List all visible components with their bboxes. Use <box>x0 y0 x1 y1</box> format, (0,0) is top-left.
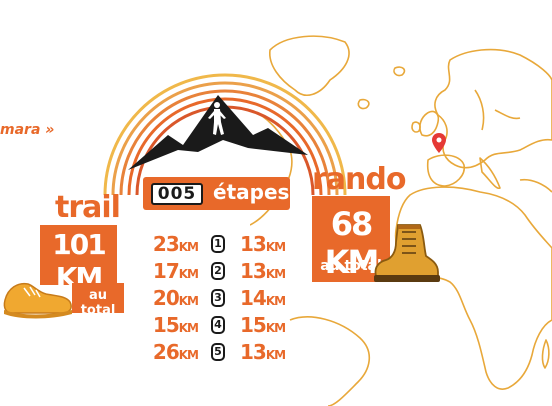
rando-stage-km: 13KM <box>240 340 286 364</box>
rando-stage-value: 13 <box>240 340 267 364</box>
unit: KM <box>178 267 199 281</box>
unit: KM <box>265 294 286 308</box>
unit: KM <box>178 321 199 335</box>
trail-stage-km: 20KM <box>143 286 199 310</box>
etapes-label: étapes <box>213 180 290 204</box>
rando-stage-value: 13 <box>240 232 267 256</box>
stage-row: 26KM 5 13KM <box>143 340 303 364</box>
etapes-count: 005 <box>157 184 197 204</box>
rando-stage-km: 14KM <box>240 286 286 310</box>
rando-stage-value: 14 <box>240 286 267 310</box>
stage-number: 3 <box>211 289 225 307</box>
running-shoe-icon <box>3 282 72 319</box>
unit: KM <box>265 267 286 281</box>
rando-stage-km: 13KM <box>240 259 286 283</box>
unit: KM <box>178 348 199 362</box>
trail-stage-value: 26 <box>152 340 180 364</box>
rando-stage-value: 13 <box>240 259 267 283</box>
stage-row: 20KM 3 14KM <box>143 286 303 310</box>
unit: KM <box>265 321 286 335</box>
stage-row: 23KM 1 13KM <box>143 232 303 256</box>
mountain-runner-icon <box>128 95 308 170</box>
trail-stage-km: 23KM <box>143 232 199 256</box>
quote-text: mara » <box>0 122 55 138</box>
stage-row: 15KM 4 15KM <box>143 313 303 337</box>
stage-number: 4 <box>211 316 225 334</box>
unit: KM <box>178 240 199 254</box>
rando-sub: au total <box>320 258 382 274</box>
stage-number: 1 <box>211 235 225 253</box>
trail-stage-km: 15KM <box>143 313 199 337</box>
rando-stage-km: 13KM <box>240 232 286 256</box>
etapes-count-box: 005 <box>151 183 203 205</box>
stage-row: 17KM 2 13KM <box>143 259 303 283</box>
trail-sub: au total <box>80 288 116 318</box>
unit: KM <box>265 348 286 362</box>
rando-label: rando <box>312 162 406 197</box>
trail-sub-box <box>72 283 124 313</box>
stage-number: 5 <box>211 343 225 361</box>
rando-stage-value: 15 <box>240 313 267 337</box>
rando-stage-km: 15KM <box>240 313 286 337</box>
unit: KM <box>265 240 286 254</box>
trail-label: trail <box>55 190 121 225</box>
trail-stage-km: 26KM <box>143 340 199 364</box>
trail-stage-value: 20 <box>152 286 180 310</box>
trail-distance-box <box>40 225 117 285</box>
unit: KM <box>178 294 199 308</box>
hiking-boot-icon <box>374 224 440 282</box>
trail-distance: 101 KM <box>52 228 106 294</box>
stage-number: 2 <box>211 262 225 280</box>
trail-stage-value: 17 <box>152 259 180 283</box>
location-pin-icon <box>432 133 446 153</box>
rando-distance: 68 KM <box>324 205 380 281</box>
trail-stage-value: 23 <box>152 232 180 256</box>
trail-stage-value: 15 <box>152 313 180 337</box>
trail-stage-km: 17KM <box>143 259 199 283</box>
